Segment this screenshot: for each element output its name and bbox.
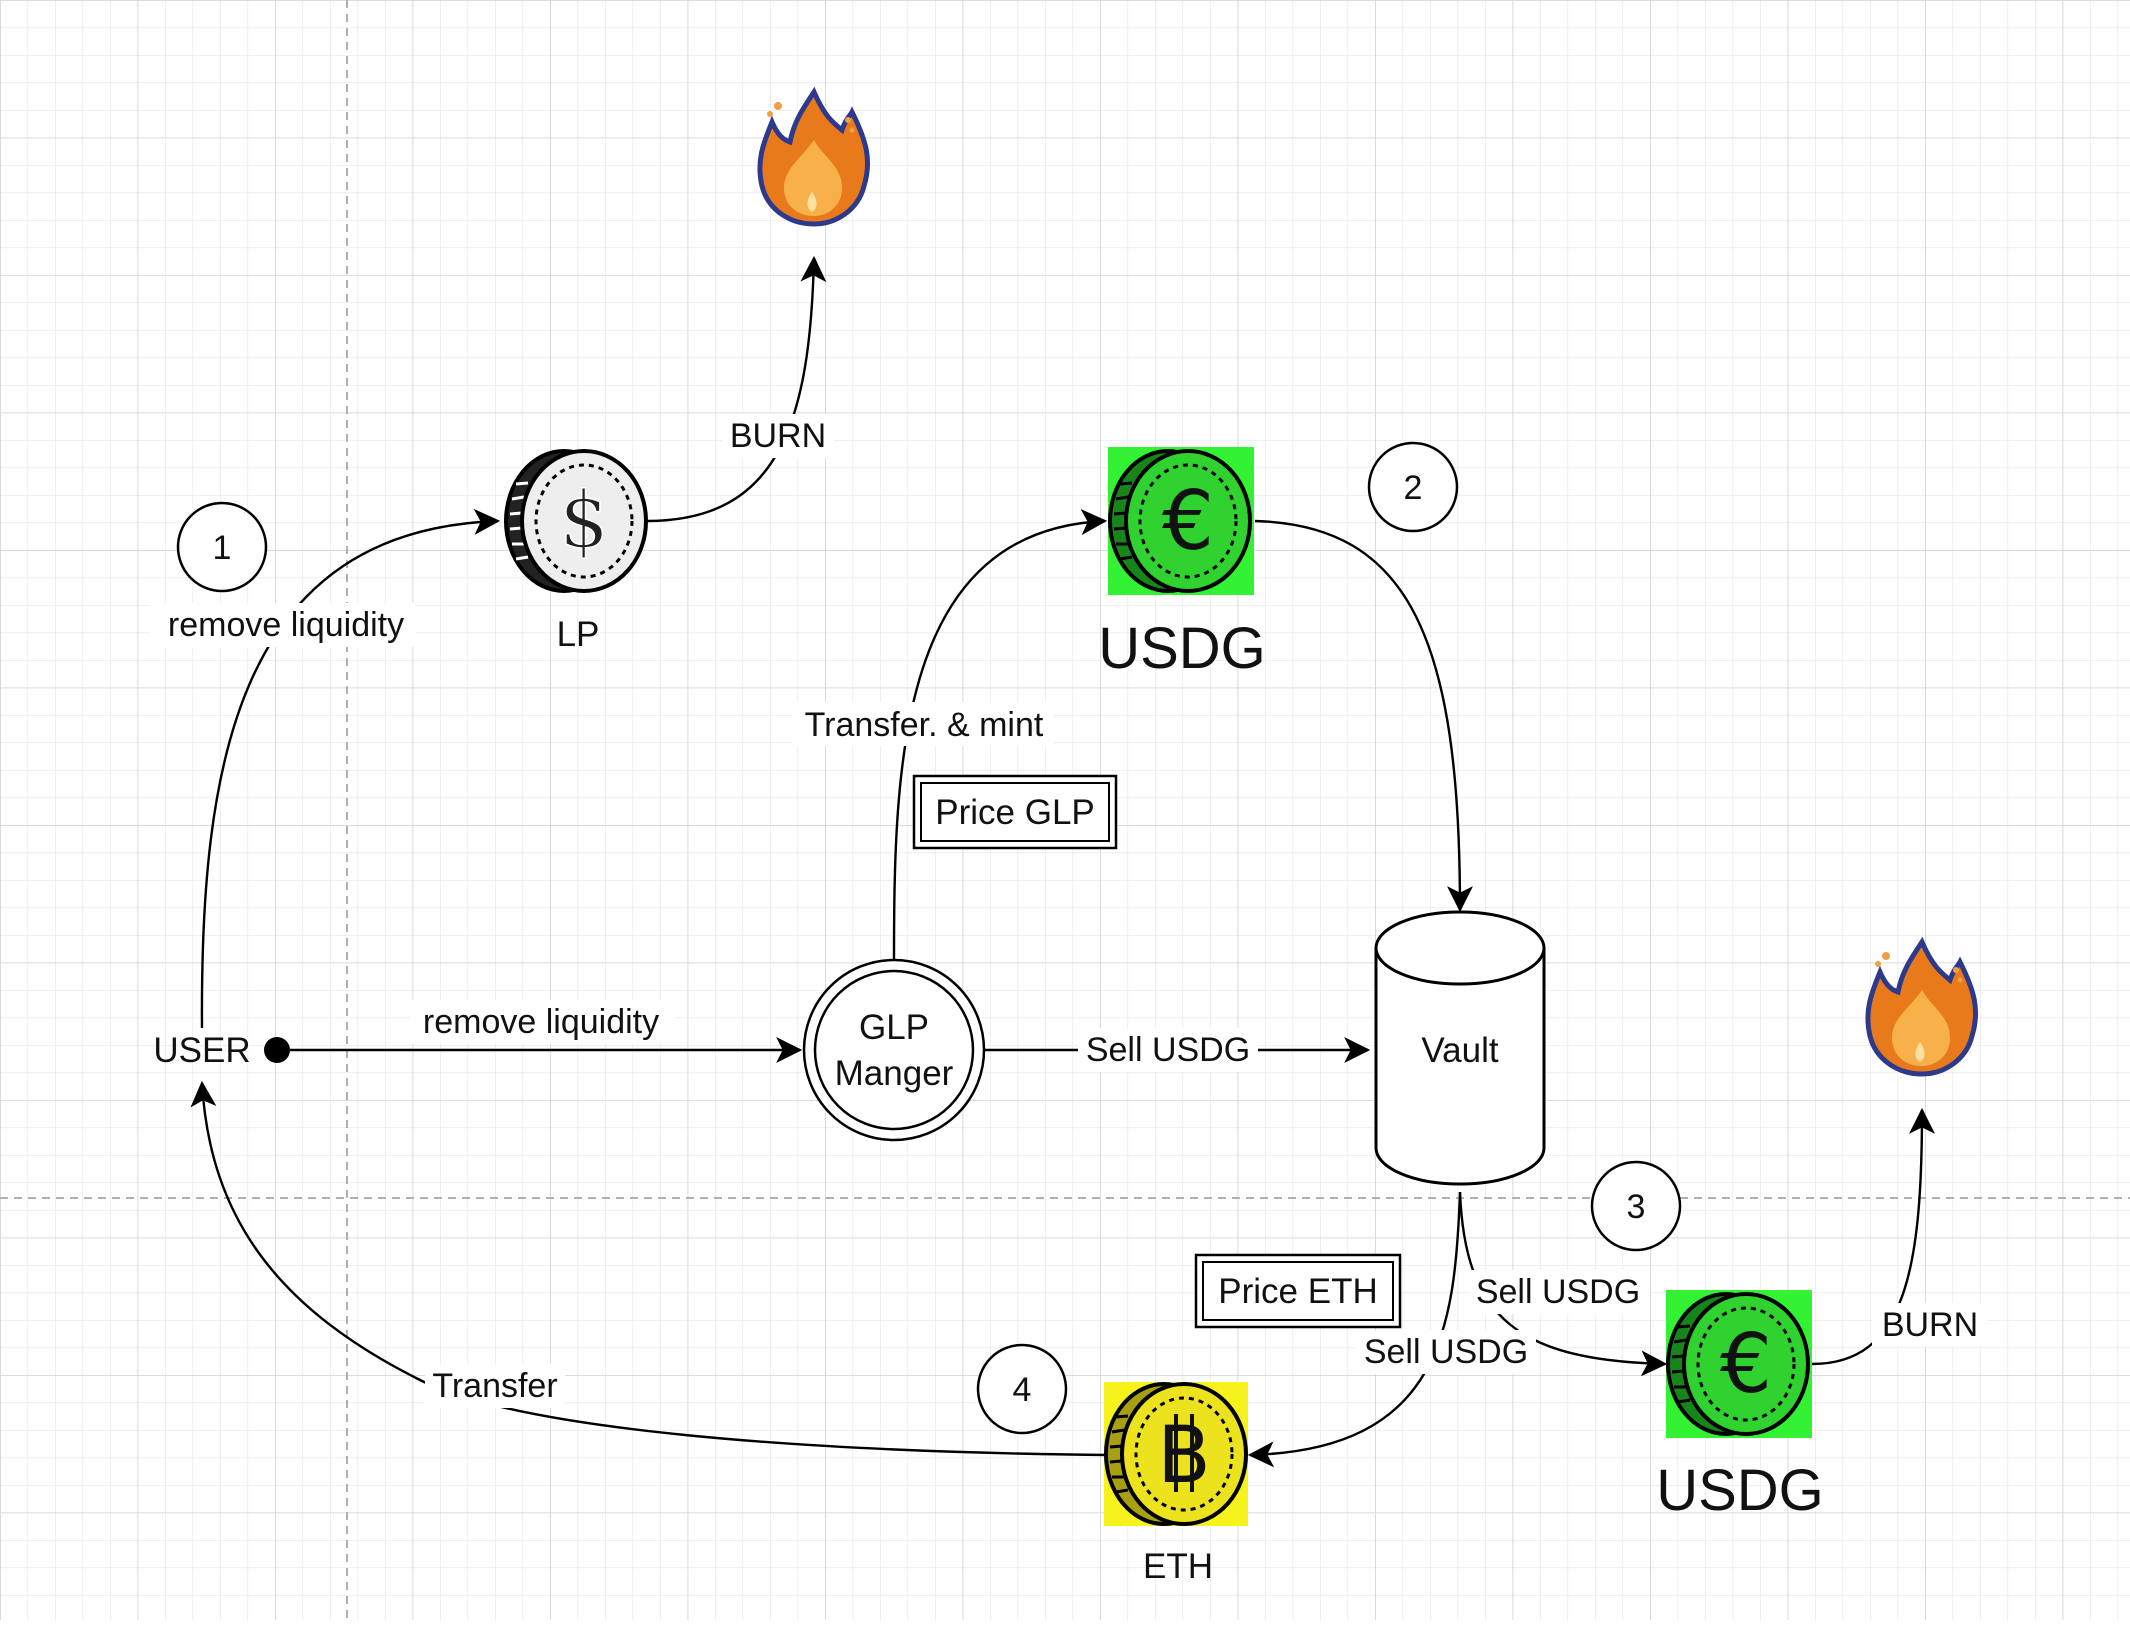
svg-text:$: $	[559, 476, 609, 566]
label-bg	[1470, 1270, 1650, 1314]
edge-label-user-glp: remove liquidity	[423, 1003, 659, 1041]
glp-manager-node[interactable]: GLP Manger	[802, 958, 986, 1142]
usdg-top-node[interactable]: € USDG	[1098, 447, 1266, 681]
price-eth-box[interactable]: Price ETH	[1194, 1253, 1402, 1329]
svg-text:3: 3	[1627, 1188, 1646, 1226]
user-connector-dot	[264, 1037, 290, 1063]
vault-label: Vault	[1421, 1031, 1498, 1070]
label-bg	[1356, 1330, 1536, 1374]
edge-label-eth-user: Transfer	[432, 1367, 557, 1405]
svg-text:€: €	[1162, 474, 1214, 569]
label-bg	[410, 1000, 675, 1044]
usdg-bottom-node[interactable]: € USDG	[1656, 1290, 1824, 1523]
dollar-coin-icon: $	[504, 449, 648, 593]
euro-coin-icon: €	[1108, 449, 1252, 593]
edge-label-vault-eth: Sell USDG	[1364, 1333, 1528, 1371]
edge-user-to-lp[interactable]	[200, 508, 501, 1029]
eth-label: ETH	[1143, 1547, 1213, 1586]
edge-usdg-burn[interactable]	[1811, 1107, 1935, 1366]
usdg-top-label: USDG	[1098, 616, 1266, 681]
vault-node[interactable]: Vault	[1374, 910, 1546, 1186]
price-eth-label: Price ETH	[1218, 1272, 1377, 1311]
price-glp-box[interactable]: Price GLP	[912, 774, 1118, 850]
lp-coin-node[interactable]: $ LP	[504, 449, 648, 654]
svg-text:1: 1	[213, 529, 232, 567]
label-bg	[150, 603, 415, 647]
euro-coin-icon: €	[1666, 1292, 1810, 1436]
svg-text:4: 4	[1013, 1371, 1032, 1409]
edge-usdg-to-vault[interactable]	[1254, 519, 1473, 913]
label-bg	[1078, 1028, 1258, 1072]
svg-text:2: 2	[1404, 469, 1423, 507]
flame-icon	[757, 86, 871, 227]
glp-manager-label-line2: Manger	[835, 1054, 954, 1093]
edge-label-user-lp: remove liquidity	[168, 606, 404, 644]
usdg-bottom-label: USDG	[1656, 1458, 1824, 1523]
edge-label-usdg-burn: BURN	[1882, 1306, 1978, 1344]
label-bg	[1872, 1303, 1987, 1347]
label-bg	[425, 1364, 565, 1408]
price-glp-label: Price GLP	[935, 793, 1095, 832]
svg-text:B: B	[1157, 1411, 1211, 1501]
edge-label-vault-usdg: Sell USDG	[1476, 1273, 1640, 1311]
edge-label-glp-vault: Sell USDG	[1086, 1031, 1250, 1069]
bitcoin-coin-icon: B	[1104, 1382, 1248, 1526]
step-marker-2: 2	[1367, 441, 1459, 533]
edge-label-lp-burn: BURN	[730, 417, 826, 455]
step-marker-4: 4	[976, 1343, 1068, 1435]
step-marker-3: 3	[1590, 1160, 1682, 1252]
edge-label-glp-usdg: Transfer. & mint	[805, 706, 1044, 744]
eth-node[interactable]: B ETH	[1104, 1382, 1248, 1586]
glp-manager-label-line1: GLP	[859, 1008, 929, 1047]
step-marker-1: 1	[176, 501, 268, 593]
edge-vault-to-usdg[interactable]	[1458, 1191, 1668, 1377]
svg-text:€: €	[1720, 1317, 1772, 1412]
edge-glp-to-usdg[interactable]	[892, 509, 1108, 961]
label-bg	[792, 702, 1054, 746]
user-node[interactable]: USER	[153, 1031, 250, 1070]
lp-label: LP	[557, 615, 600, 654]
flame-icon	[1865, 936, 1979, 1077]
label-bg	[722, 414, 834, 458]
